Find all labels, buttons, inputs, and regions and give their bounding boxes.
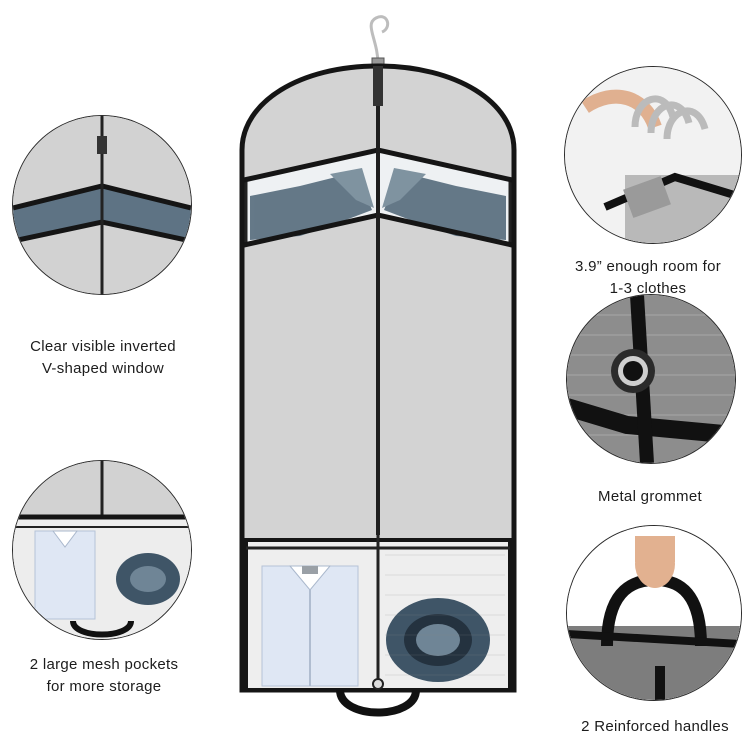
- shirt-icon: [261, 565, 359, 687]
- handle-icon: [336, 689, 420, 717]
- handles-caption-line1: 2 Reinforced handles: [581, 718, 729, 735]
- pockets-caption-line2: for more storage: [46, 678, 162, 695]
- window-caption: Clear visible inverted V-shaped window: [8, 336, 198, 380]
- grommet-caption-line1: Metal grommet: [598, 488, 702, 505]
- shirt-in-window: [250, 168, 506, 240]
- pockets-detail-circle: [12, 460, 192, 640]
- hat-icon: [386, 598, 490, 682]
- window-detail-circle: [12, 115, 192, 295]
- grommet-icon: [611, 349, 655, 393]
- handles-detail-circle: [566, 525, 742, 701]
- window-caption-line2: V-shaped window: [41, 360, 165, 377]
- room-caption-line1: 3.9” enough room for: [574, 258, 722, 275]
- room-detail-circle: [564, 66, 742, 244]
- grommet-detail-circle: [566, 294, 736, 464]
- room-caption: 3.9” enough room for 1-3 clothes: [548, 256, 748, 300]
- window-caption-line1: Clear visible inverted: [30, 338, 176, 355]
- room-caption-line2: 1-3 clothes: [609, 280, 687, 297]
- grommet-caption: Metal grommet: [560, 486, 740, 508]
- pockets-caption: 2 large mesh pockets for more storage: [6, 654, 202, 698]
- pockets-caption-line1: 2 large mesh pockets: [29, 656, 179, 673]
- hanger-icon: [369, 15, 390, 65]
- handles-caption: 2 Reinforced handles: [560, 716, 750, 738]
